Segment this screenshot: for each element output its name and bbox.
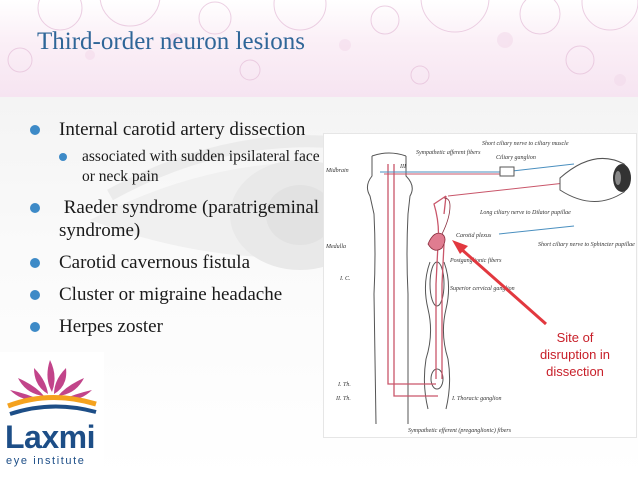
bullet-text: Raeder syndrome (paratrigeminal syndrome… <box>59 197 324 241</box>
label-sympathetic-afferent: Sympathetic afferent fibers <box>416 149 481 156</box>
logo-tagline: eye institute <box>6 455 86 467</box>
ciliary-fibers <box>380 163 575 235</box>
label-midbrain: Midbrain <box>325 168 349 174</box>
laxmi-logo <box>0 352 104 479</box>
label-ic: I. C. <box>339 276 351 282</box>
callout-line-3: dissection <box>546 364 604 379</box>
bullet-dot-icon <box>30 203 40 213</box>
label-roman-iii: III <box>399 164 407 170</box>
bullet-dot-icon <box>30 290 40 300</box>
bullet-item: Carotid cavernous fistula <box>30 251 330 274</box>
red-arrow <box>452 240 547 326</box>
bullet-dot-icon <box>30 322 40 332</box>
decorative-bubbles <box>7 0 638 86</box>
bullet-item: Raeder syndrome (paratrigeminal syndrome… <box>30 196 330 242</box>
bullet-text: Internal carotid artery dissection <box>59 119 306 140</box>
label-carotid-plexus: Carotid plexus <box>456 233 492 239</box>
brainstem-outline <box>366 152 413 425</box>
label-ii-th: II. Th. <box>335 396 351 402</box>
bullet-item: Cluster or migraine headache <box>30 283 330 306</box>
callout-line-1: Site of <box>557 330 594 345</box>
slide-title: Third-order neuron lesions <box>37 28 305 55</box>
bullet-dot-icon <box>30 258 40 268</box>
logo-name: Laxmi <box>5 419 95 455</box>
sympathetic-chain <box>423 261 451 410</box>
bullet-list: Internal carotid artery dissection assoc… <box>30 118 330 338</box>
sub-bullet-text: associated with sudden ipsilateral face … <box>82 148 320 185</box>
label-short-ciliary-bottom: Short ciliary nerve to Sphincter pupilla… <box>538 242 635 248</box>
sub-bullet-item: associated with sudden ipsilateral face … <box>30 147 330 187</box>
bullet-text: Herpes zoster <box>59 316 163 337</box>
lotus-icon <box>7 360 97 416</box>
bullet-dot-icon <box>30 125 40 135</box>
label-ciliary-ganglion: Ciliary ganglion <box>496 155 536 161</box>
label-long-ciliary: Long ciliary nerve to Dilator pupillae <box>479 210 571 216</box>
label-thoracic-ganglion: I. Thoracic ganglion <box>451 396 502 402</box>
label-superior-cervical: Superior cervical ganglion <box>450 286 515 292</box>
label-i-th: I. Th. <box>337 382 351 388</box>
header-band: Third-order neuron lesions <box>0 0 638 97</box>
nerve-fibers <box>387 164 447 397</box>
eye-diagram <box>559 157 631 202</box>
bullet-text: Cluster or migraine headache <box>59 284 283 305</box>
sympathetic-pathway-diagram: Sympathetic afferent fibers Short ciliar… <box>323 133 637 438</box>
callout-line-2: disruption in <box>540 347 610 362</box>
bullet-item: Internal carotid artery dissection <box>30 118 330 141</box>
carotid-plexus-shape <box>427 197 451 251</box>
sub-bullet-dot-icon <box>59 153 67 161</box>
label-sympathetic-efferent: Sympathetic efferent (preganglionic) fib… <box>408 427 512 434</box>
label-short-ciliary-top: Short ciliary nerve to ciliary muscle <box>482 141 569 147</box>
bullet-item: Herpes zoster <box>30 315 330 338</box>
bullet-text: Carotid cavernous fistula <box>59 252 251 273</box>
label-medulla: Medulla <box>325 244 346 250</box>
